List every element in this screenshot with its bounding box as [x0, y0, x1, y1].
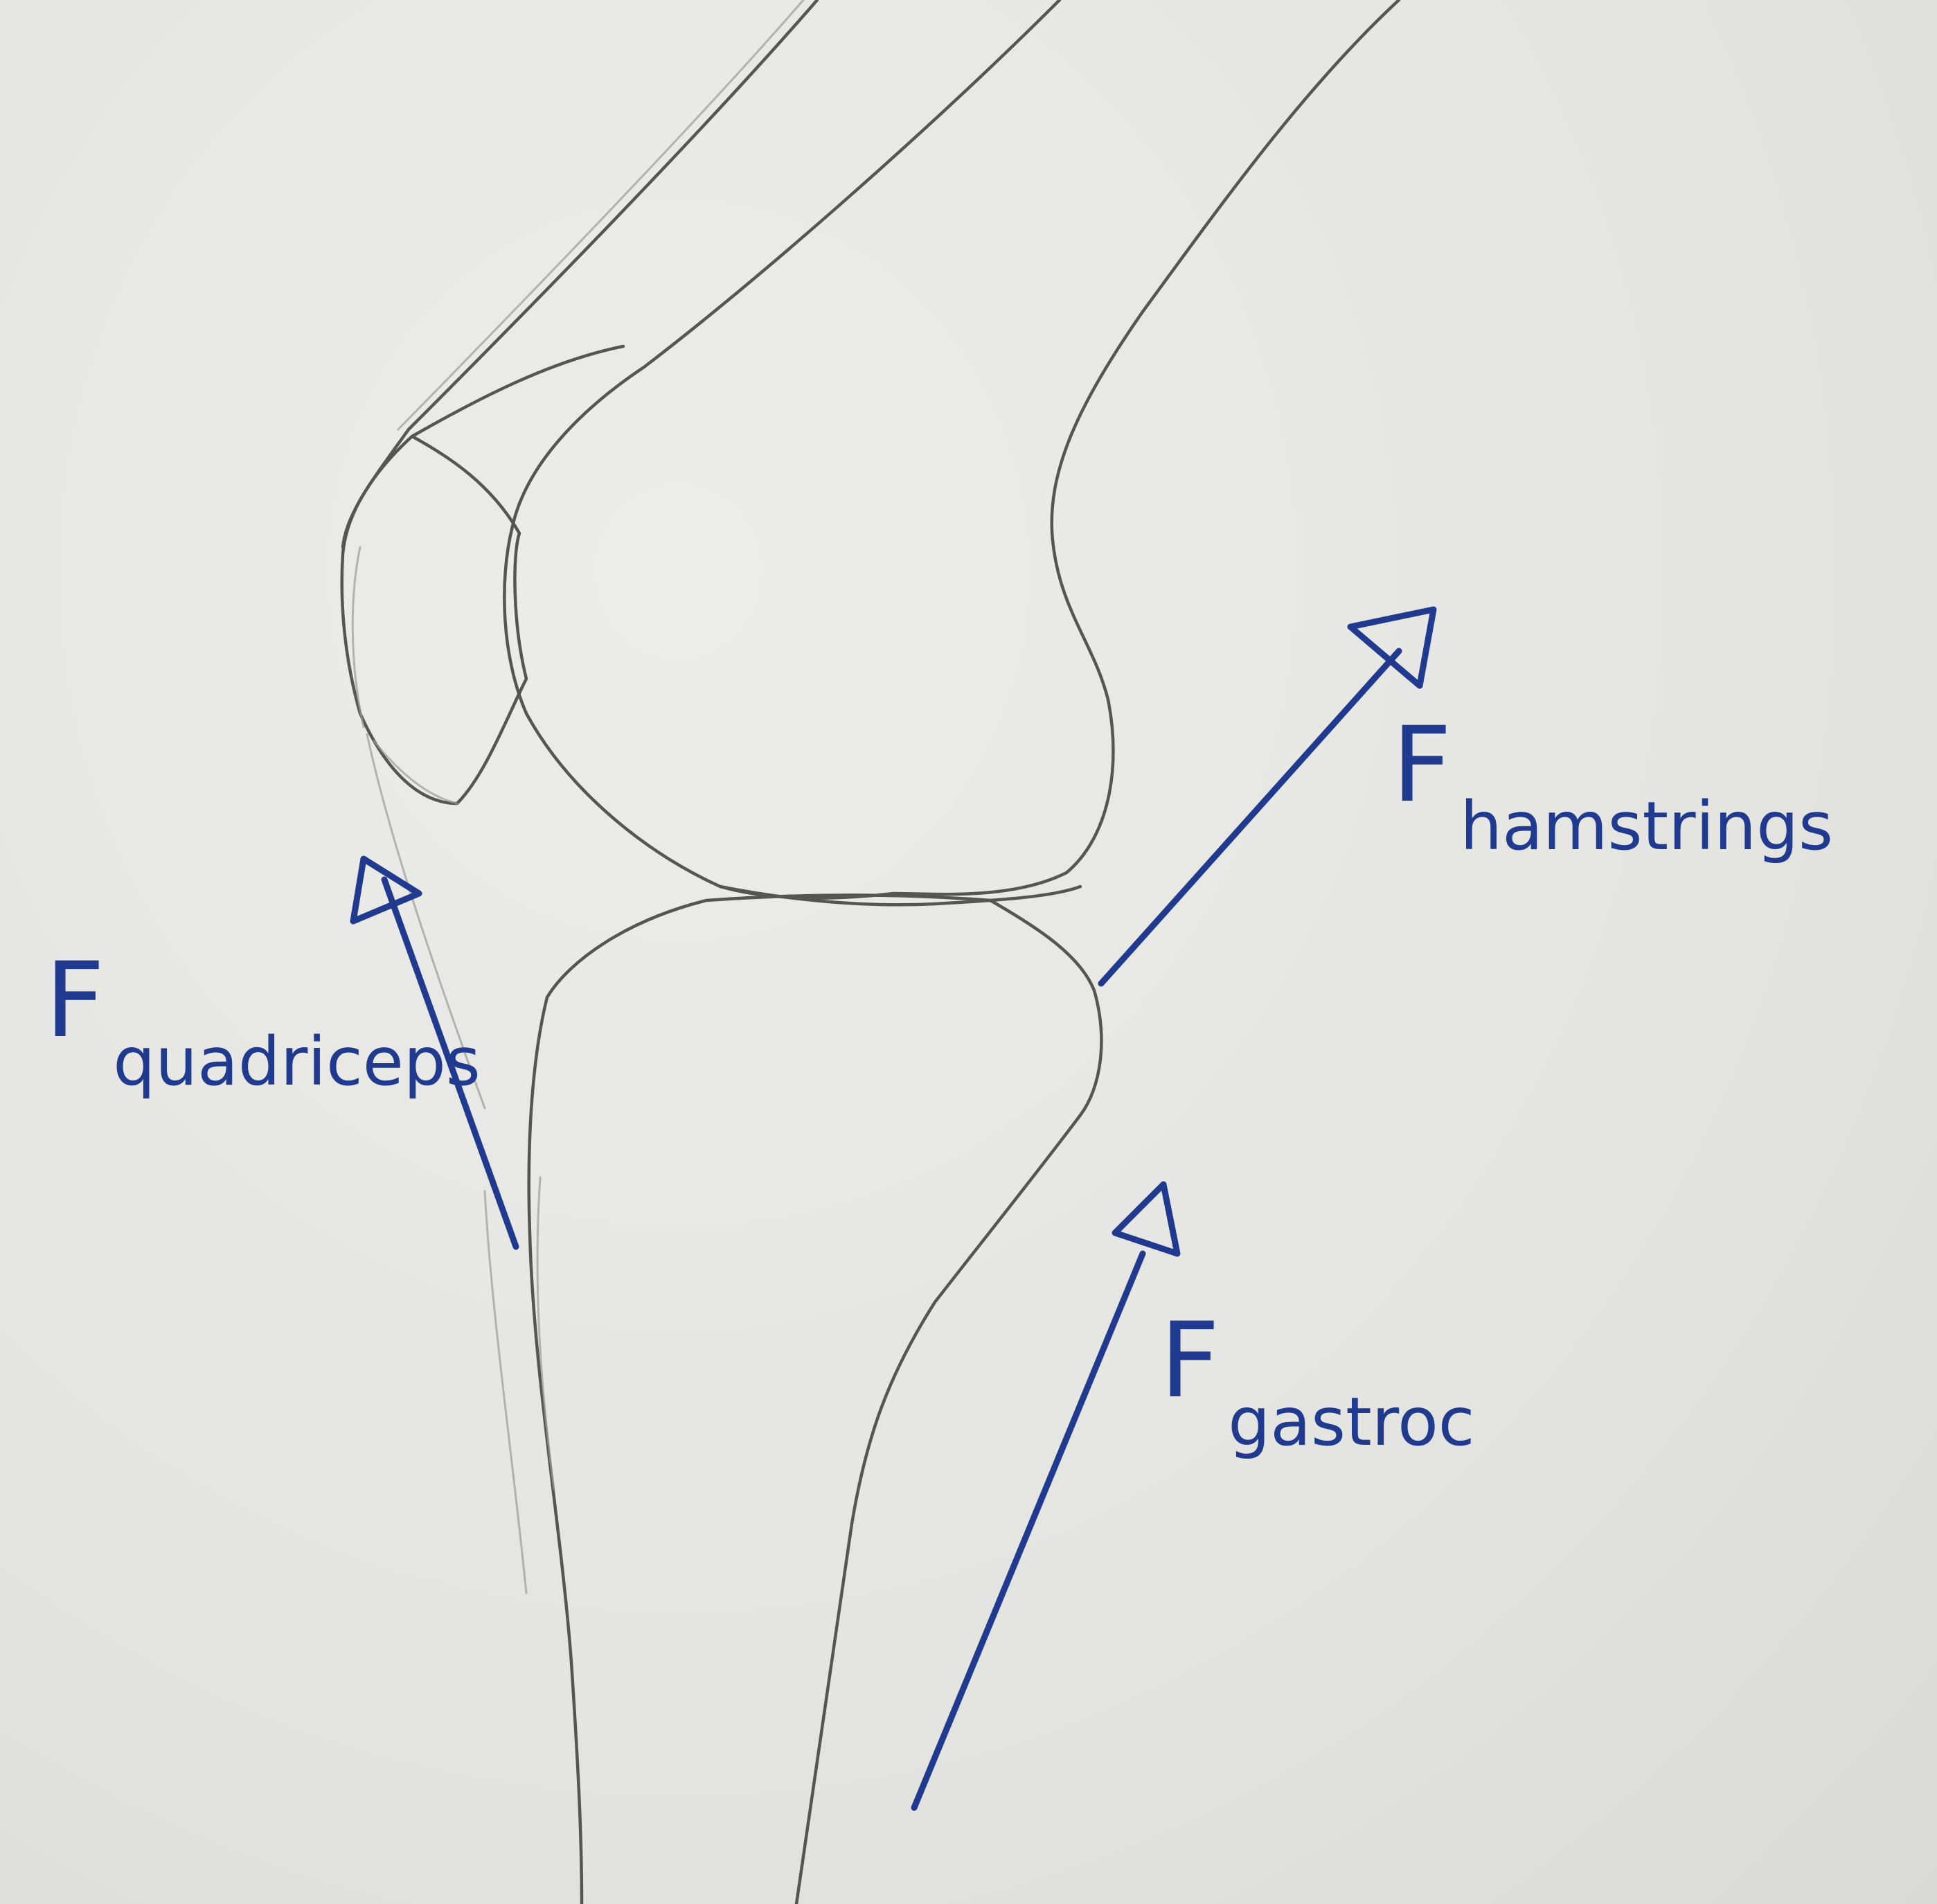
quadriceps-force-symbol: F — [45, 941, 105, 1061]
hamstrings-force-label: Fhamstrings — [1392, 713, 1833, 860]
hamstrings-arrow-shaft — [1098, 648, 1402, 987]
quadriceps-force-subscript: quadriceps — [113, 1023, 481, 1101]
quadriceps-arrow-shaft — [381, 876, 519, 1250]
gastroc-force-label: Fgastroc — [1160, 1309, 1475, 1455]
gastroc-arrow-head — [1112, 1181, 1181, 1257]
tendon-shading-line — [366, 733, 486, 1110]
gastroc-arrow-shaft — [911, 1250, 1146, 1811]
femur-anterior-shadow — [397, 0, 805, 431]
femur-posterior-outline — [891, 0, 1401, 896]
gastroc-force-symbol: F — [1160, 1301, 1220, 1421]
hamstrings-arrow-head — [1347, 606, 1437, 689]
gastroc-force-arrow — [911, 1181, 1181, 1811]
gastroc-force-subscript: gastroc — [1228, 1383, 1475, 1461]
tibia-anterior-shadow — [483, 1176, 555, 1594]
hamstrings-force-subscript: hamstrings — [1460, 788, 1834, 865]
femoral-condyle-outline — [503, 524, 895, 900]
patella-quad-tendon-line — [410, 344, 625, 438]
quadriceps-arrow-head — [350, 855, 422, 925]
hamstrings-force-arrow — [1098, 606, 1437, 987]
tibia-anterior-outline — [527, 898, 708, 1904]
femur-anterior-condyle-line — [510, 0, 1062, 528]
tibia-posterior-outline — [794, 898, 1103, 1904]
quadriceps-force-arrow — [350, 855, 519, 1250]
femur-anterior-outline — [341, 0, 819, 549]
quadriceps-force-label: Fquadriceps — [45, 949, 481, 1095]
patellar-shading — [351, 546, 458, 805]
hamstrings-force-symbol: F — [1392, 705, 1452, 826]
tibia-plateau-line — [704, 893, 992, 902]
